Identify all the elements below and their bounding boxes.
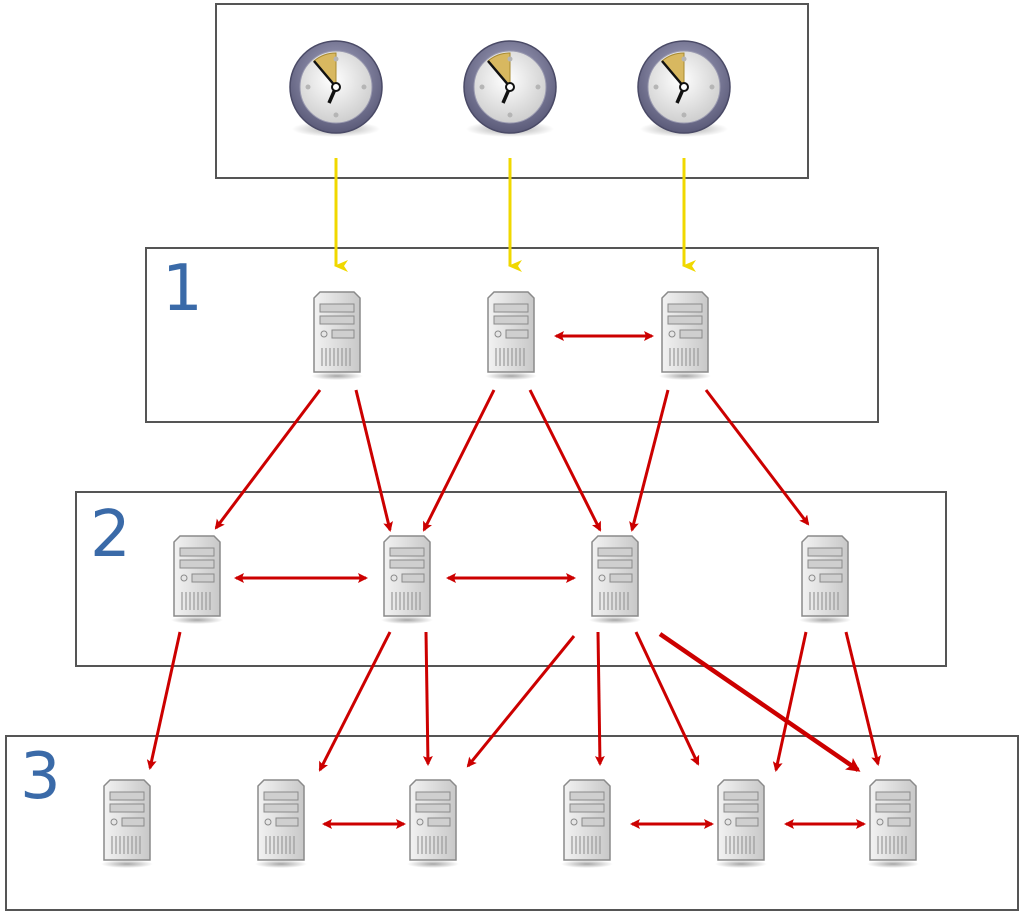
server-icon xyxy=(658,291,712,381)
server-icon xyxy=(170,535,224,625)
sync-arrow xyxy=(772,631,808,772)
sync-arrow xyxy=(844,631,881,766)
stratum-3-label: 3 xyxy=(20,740,61,814)
sync-arrow xyxy=(422,389,496,532)
server-icon xyxy=(714,779,768,869)
server-icon xyxy=(798,535,852,625)
sync-arrow xyxy=(704,389,810,526)
sync-arrow xyxy=(146,631,182,770)
stratum-1-label: 1 xyxy=(162,252,203,326)
sync-arrow xyxy=(214,389,322,530)
sync-arrow xyxy=(318,631,392,772)
clock-icon xyxy=(462,39,558,139)
sync-arrow xyxy=(658,632,861,772)
server-icon xyxy=(484,291,538,381)
server-icon xyxy=(380,535,434,625)
sync-arrow xyxy=(528,389,602,532)
sync-arrow xyxy=(354,389,393,532)
sync-arrow xyxy=(629,389,670,532)
sync-arrow xyxy=(594,631,605,766)
stratum-2-box xyxy=(75,491,947,667)
server-icon xyxy=(866,779,920,869)
reference-clock-box xyxy=(215,3,809,179)
server-icon xyxy=(560,779,614,869)
stratum-3-box xyxy=(5,735,1019,911)
sync-arrow xyxy=(466,635,576,768)
server-icon xyxy=(406,779,460,869)
clock-icon xyxy=(636,39,732,139)
sync-arrow xyxy=(422,631,433,766)
server-icon xyxy=(100,779,154,869)
server-icon xyxy=(588,535,642,625)
sync-arrow xyxy=(634,631,700,766)
server-icon xyxy=(254,779,308,869)
stratum-1-box xyxy=(145,247,879,423)
server-icon xyxy=(310,291,364,381)
clock-icon xyxy=(288,39,384,139)
stratum-2-label: 2 xyxy=(90,498,131,572)
